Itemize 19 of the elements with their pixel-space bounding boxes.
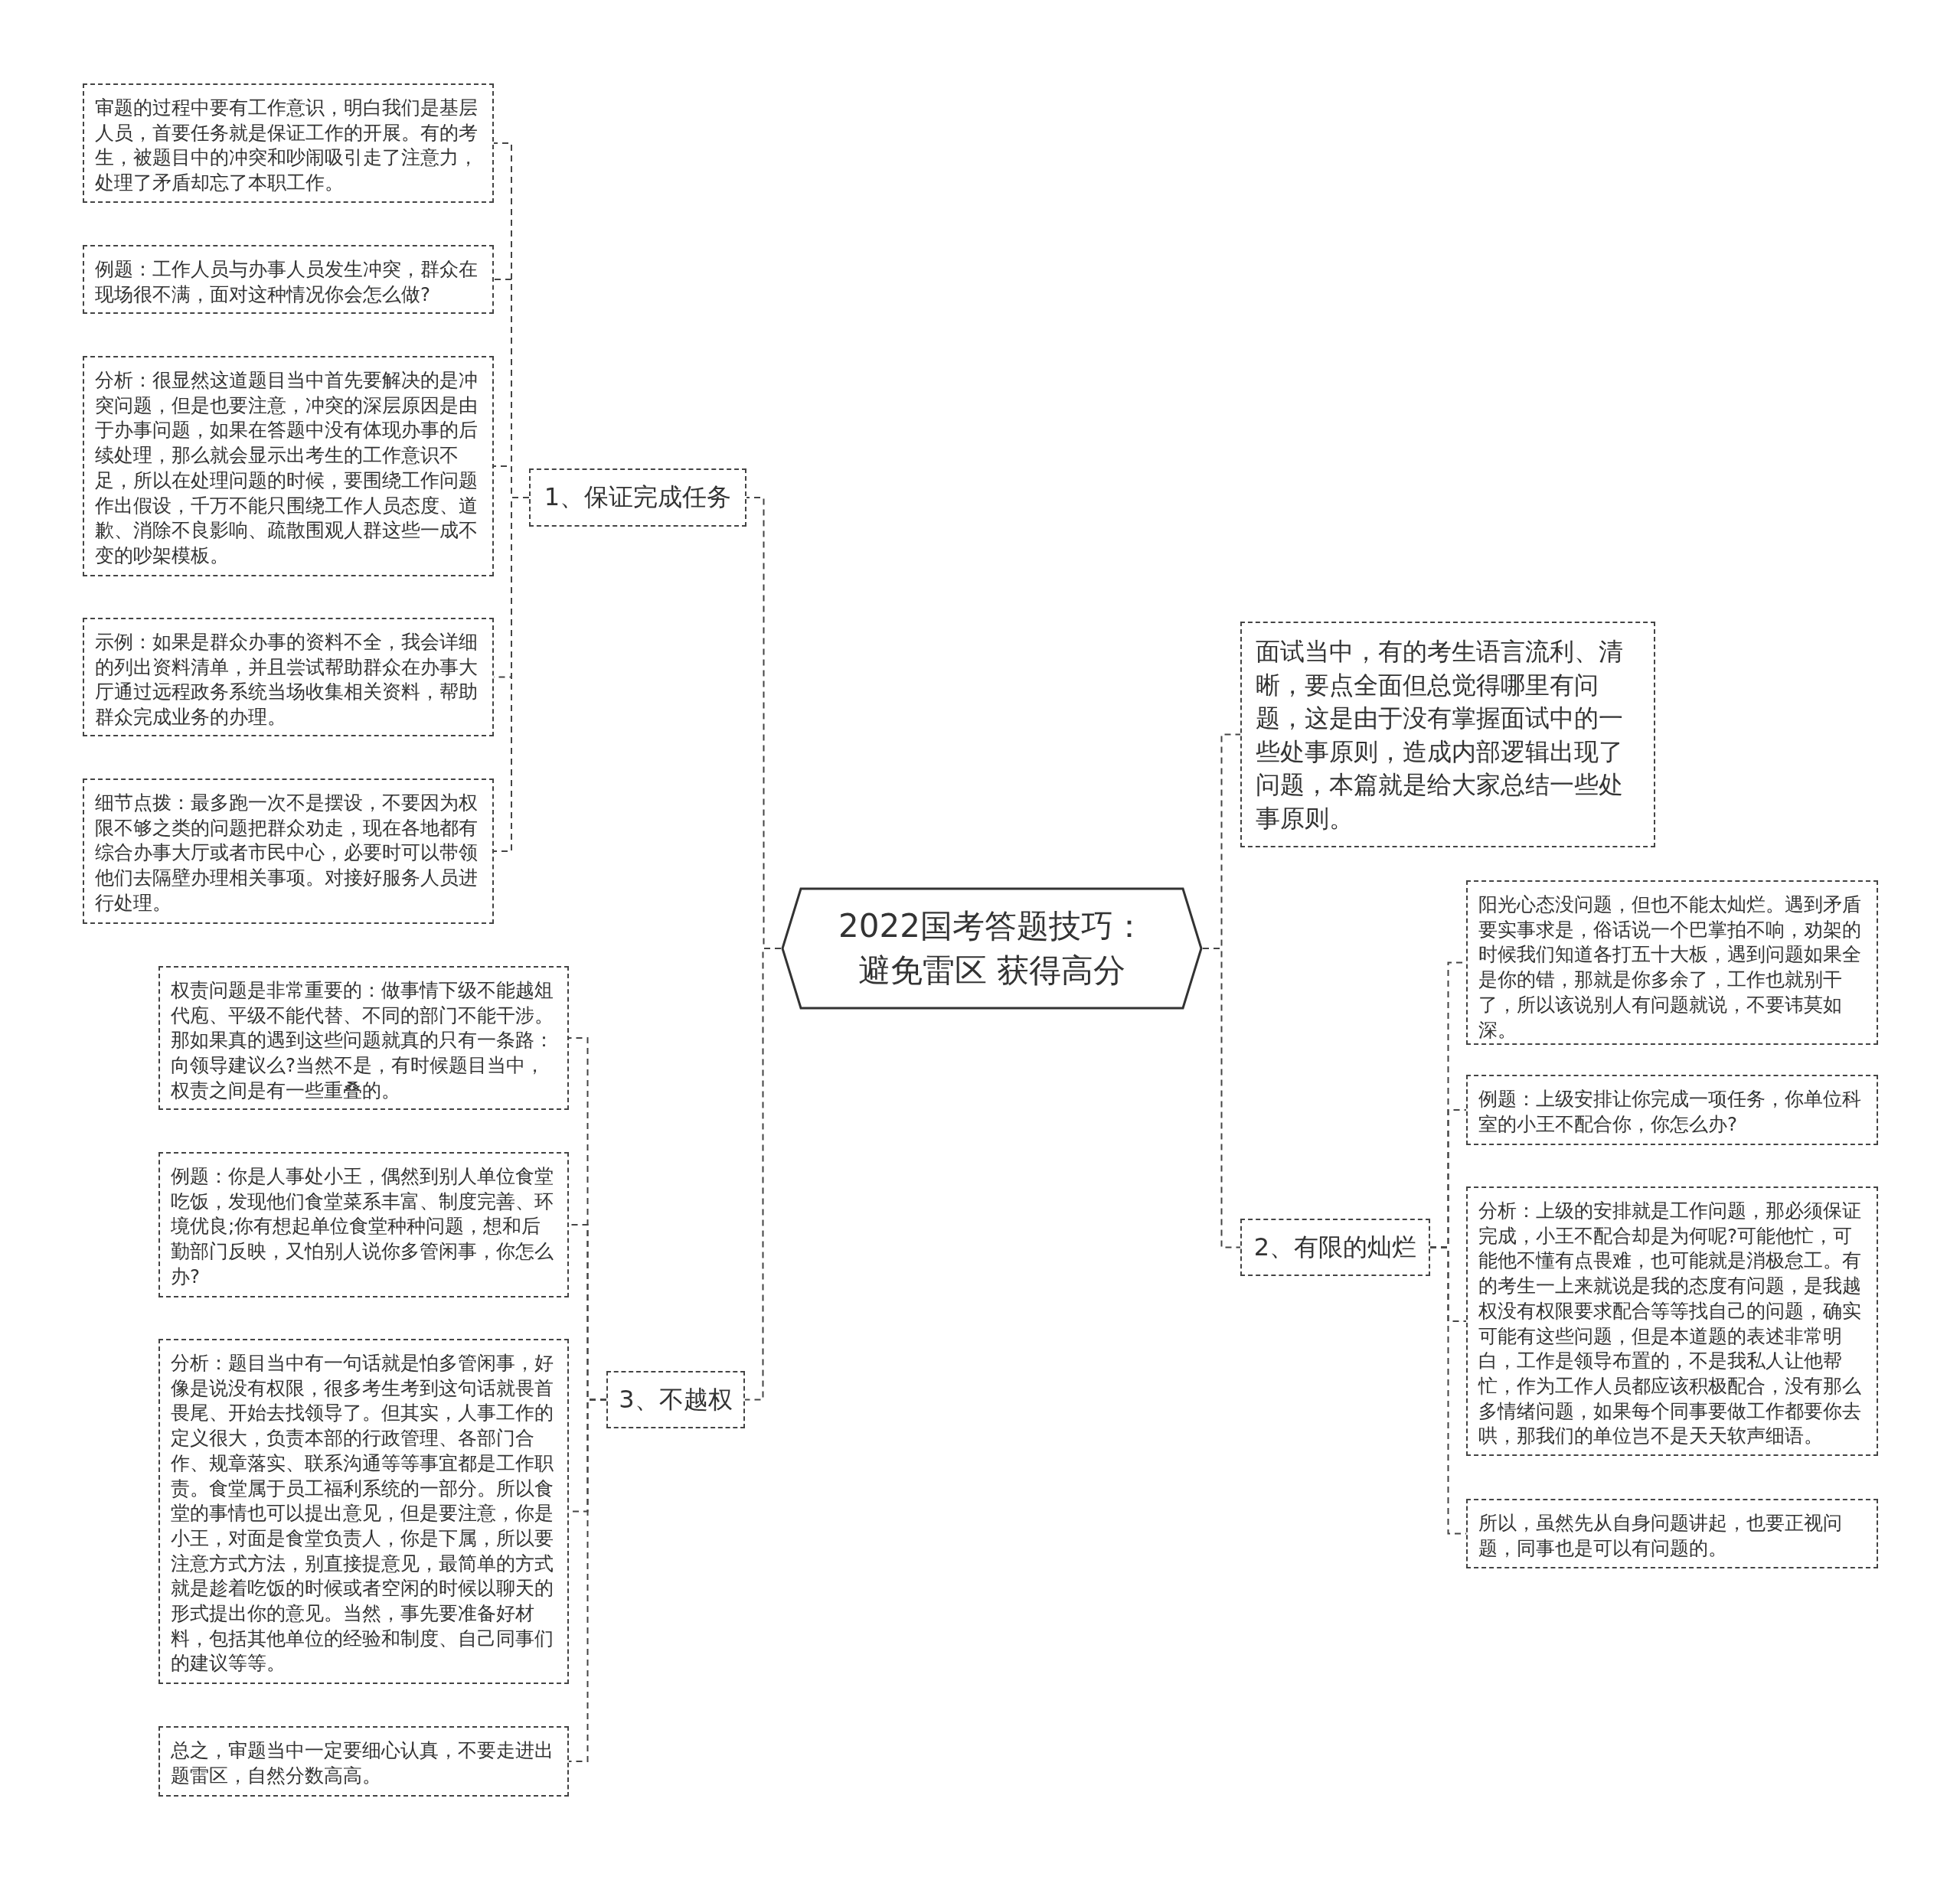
text-box: 所以，虽然先从自身问题讲起，也要正视问题，同事也是可以有问题的。 (1466, 1499, 1878, 1568)
text-box: 例题：工作人员与办事人员发生冲突，群众在现场很不满，面对这种情况你会怎么做? (83, 245, 494, 314)
title-hexagon: 2022国考答题技巧：避免雷区 获得高分 (781, 887, 1203, 1010)
text-box: 权责问题是非常重要的：做事情下级不能越俎代庖、平级不能代替、不同的部门不能干涉。那如果真的遇到这些问题就真的只有一条路：向领导建议么?当然不是，有时候题目当中，权责之间是有一些重叠的。 (158, 966, 569, 1110)
topic-box: 3、不越权 (606, 1371, 745, 1428)
connector (568, 1399, 607, 1762)
text-box: 例题：你是人事处小王，偶然到别人单位食堂吃饭，发现他们食堂菜系丰富、制度完善、环境优良;你有想起单位食堂种种问题，想和后勤部门反映，又怕别人说你多管闲事，你怎么办? (158, 1152, 569, 1297)
text-box: 审题的过程中要有工作意识，明白我们是基层人员，首要任务就是保证工作的开展。有的考生，被题目中的冲突和吵闹吸引走了注意力，处理了矛盾却忘了本职工作。 (83, 83, 494, 203)
text-box: 分析：题目当中有一句话就是怕多管闲事，好像是说没有权限，很多考生考到这句话就畏首畏尾、开始去找领导了。但其实，人事工作的定义很大，负责本部的行政管理、各部门合作、规章落实、联系沟通等等事宜都是工作职责。食堂属于员工福利系统的一部分。所以食堂的事情也可以提出意见，但是要注意，你是小王，对面是食堂负责人，你是下属，所以要注意方式方法，别直接提意见，最简单的方式就是趁着吃饭的时候或者空闲的时候以聊天的形式提出你的意见。当然，事先要准备好材料，包括其他单位的经验和制度、自己同事们的建议等等。 (158, 1339, 569, 1684)
text-box: 示例：如果是群众办事的资料不全，我会详细的列出资料清单，并且尝试帮助群众在办事大厅通过远程政务系统当场收集相关资料，帮助群众完成业务的办理。 (83, 618, 494, 736)
topic-box: 1、保证完成任务 (529, 468, 746, 527)
text-box: 总之，审题当中一定要细心认真，不要走进出题雷区，自然分数高高。 (158, 1726, 569, 1797)
text-box: 面试当中，有的考生语言流利、清晰，要点全面但总觉得哪里有问题，这是由于没有掌握面试中的一些处事原则，造成内部逻辑出现了问题，本篇就是给大家总结一些处事原则。 (1240, 622, 1655, 847)
text-box: 分析：上级的安排就是工作问题，那必须保证完成，小王不配合却是为何呢?可能他忙，可能他不懂有点畏难，也可能就是消极怠工。有的考生一上来就说是我的态度有问题，是我越权没有权限要求配合等等找自己的问题，确实可能有这些问题，但是本道题的表述非常明白，工作是领导布置的，不是我私人让他帮忙，作为工作人员都应该积极配合，没有那么多情绪问题，如果每个同事要做工作都要你去哄，那我们的单位岂不是天天软声细语。 (1466, 1186, 1878, 1456)
topic-box: 2、有限的灿烂 (1240, 1219, 1430, 1276)
text-box: 细节点拨：最多跑一次不是摆设，不要因为权限不够之类的问题把群众劝走，现在各地都有综合办事大厅或者市民中心，必要时可以带领他们去隔壁办理相关事项。对接好服务人员进行处理。 (83, 778, 494, 924)
text-box: 分析：很显然这道题目当中首先要解决的是冲突问题，但是也要注意，冲突的深层原因是由于办事问题，如果在答题中没有体现办事的后续处理，那么就会显示出考生的工作意识不足，所以在处理问题的时候，要围绕工作问题作出假设，千万不能只围绕工作人员态度、道歉、消除不良影响、疏散围观人群这些一成不变的吵架模板。 (83, 356, 494, 576)
text-box: 例题：上级安排让你完成一项任务，你单位科室的小王不配合你，你怎么办? (1466, 1075, 1878, 1145)
text-box: 阳光心态没问题，但也不能太灿烂。遇到矛盾要实事求是，俗话说一个巴掌拍不响，劝架的时候我们知道各打五十大板，遇到问题如果全是你的错，那就是你多余了，工作也就别干了，所以该说别人有问题就说，不要讳莫如深。 (1466, 880, 1878, 1045)
